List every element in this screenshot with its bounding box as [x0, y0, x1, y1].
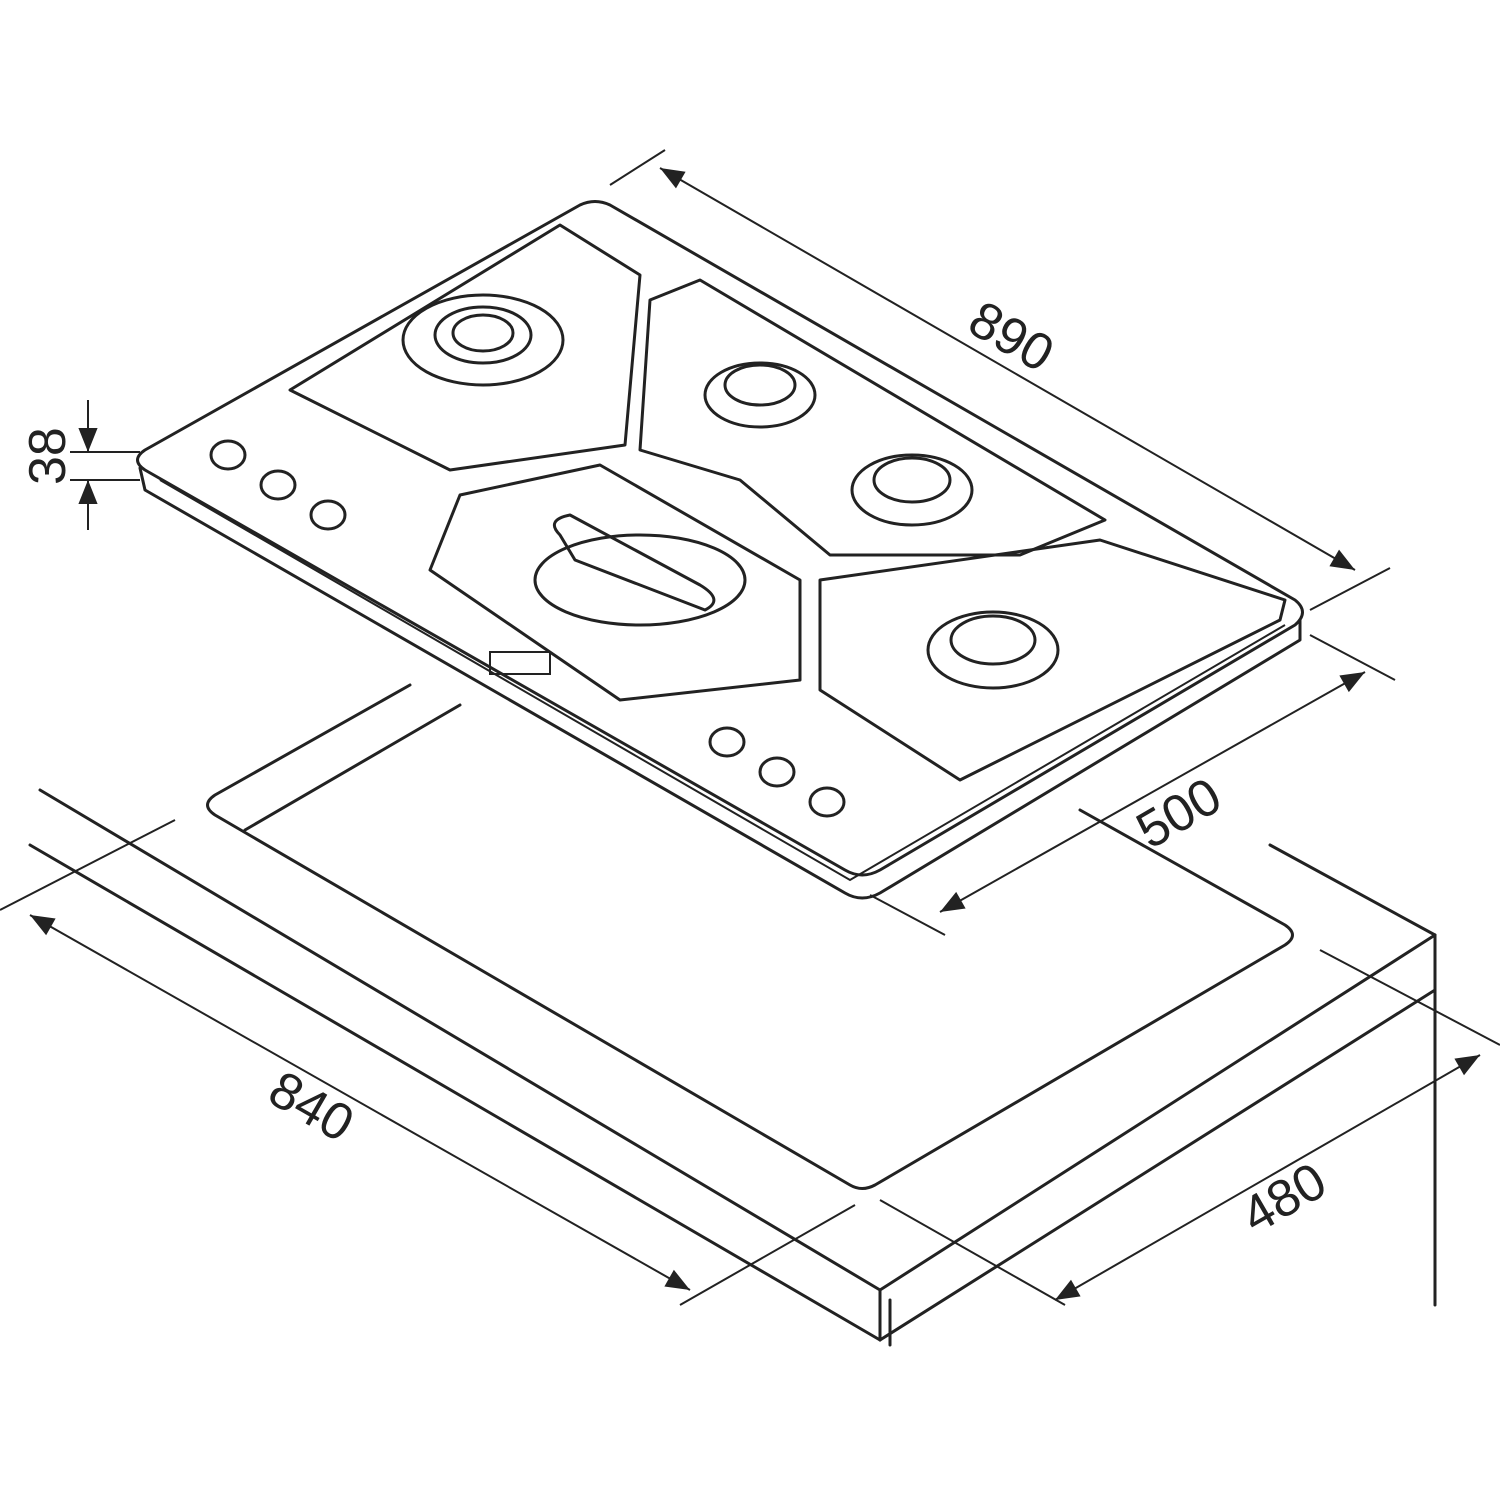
burner-medium — [850, 453, 974, 527]
dim-840-label: 840 — [259, 1060, 363, 1154]
cutout — [206, 683, 1294, 1190]
dimension-lines — [0, 149, 1500, 1306]
burner-fish — [533, 513, 747, 627]
dim-480-label: 480 — [1232, 1152, 1336, 1246]
burner-front — [926, 610, 1060, 690]
logo-badge — [489, 651, 551, 675]
dim-38-label: 38 — [19, 427, 77, 485]
burner-small — [703, 361, 817, 429]
countertop — [28, 788, 1437, 1347]
hob — [136, 200, 1304, 900]
burner-large — [401, 293, 565, 387]
dim-890-label: 890 — [959, 290, 1063, 384]
knobs-left — [209, 439, 347, 531]
knobs-right — [708, 726, 846, 818]
